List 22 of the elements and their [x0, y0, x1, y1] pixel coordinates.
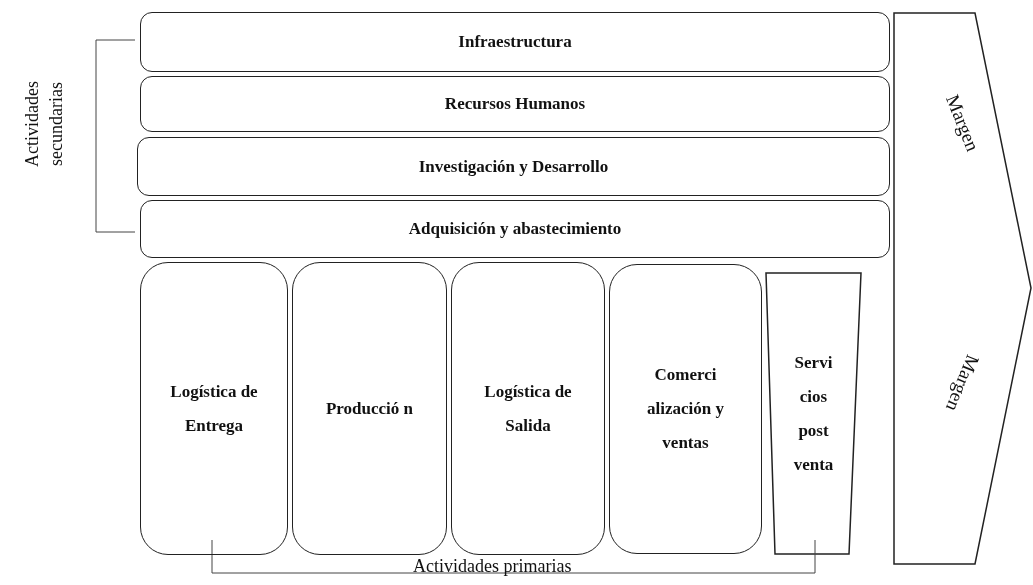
- margin-arrow: [893, 12, 1033, 565]
- activity-name: Adquisición y abastecimiento: [408, 219, 622, 239]
- activity-bar: [137, 137, 890, 196]
- activity-name: Producció n: [324, 397, 415, 420]
- activity-box: [140, 262, 288, 555]
- activity-name: Logística de Salida: [483, 380, 573, 437]
- activity-box: [292, 262, 447, 555]
- group-label: Actividades secundarias: [21, 80, 67, 169]
- activity-bar: [140, 12, 890, 72]
- activity-bar: [140, 200, 890, 258]
- margin-text: Margen: [941, 91, 984, 155]
- activity-name: Servi cios post venta: [792, 351, 835, 476]
- service-shape: [765, 272, 862, 555]
- activity-name: Investigación y Desarrollo: [418, 156, 609, 177]
- group-label: Actividades primarias: [413, 556, 572, 577]
- activity-name: Infraestructura: [458, 32, 572, 52]
- activity-box: [451, 262, 605, 555]
- activity-bar: [140, 76, 890, 132]
- activity-name: Recursos Humanos: [444, 94, 586, 114]
- activity-name: Logística de Entrega: [169, 380, 259, 437]
- activity-name: Comerci alización y ventas: [646, 364, 725, 454]
- activity-box: [609, 264, 762, 554]
